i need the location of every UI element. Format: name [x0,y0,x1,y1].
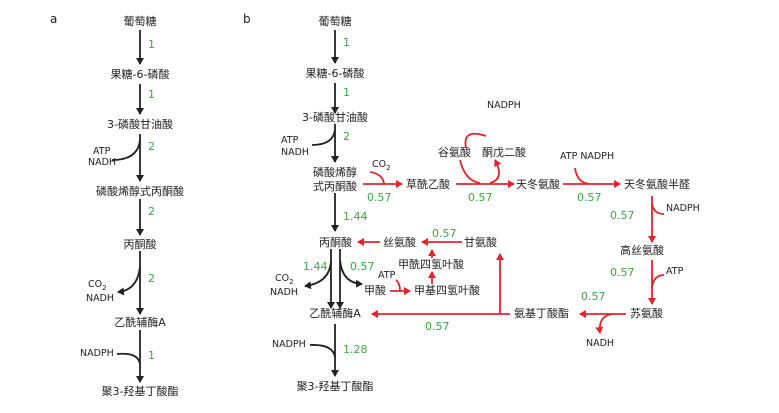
a-curve-co2-nadh [117,265,141,296]
b-node-glucose: 葡萄糖 [318,15,352,28]
a-curve-nadph [116,352,141,365]
b-cofactor-nadph-glu: NADPH [487,100,521,111]
b-curve-akg-up [489,159,502,184]
b-node-aminobutyrate: 氨基丁酸酯 [514,307,569,320]
b-flux-pep-oaa: 0.57 [367,191,392,204]
b-flux-glu-akg: 0.57 [468,191,493,204]
panel-b-label: b [243,12,251,26]
a-node-pyruvate: 丙酮酸 [123,238,157,251]
b-cofactor-nadh-b: NADH [270,287,299,298]
b-node-aspartate: 天冬氨酸 [516,178,560,191]
b-node-oxaloacetate: 草酰乙酸 [406,178,450,191]
a-cofactor-nadh: NADH [88,157,117,168]
b-cofactor-atp-thr: ATP [666,266,684,277]
a-flux-5: 2 [148,272,155,285]
b-curve-atp-nadh [311,129,336,146]
b-curve-thr-nadh [595,313,613,334]
a-flux-2: 1 [148,88,155,101]
a-cofactor-nadh2: NADH [86,293,115,304]
b-node-homoserine: 高丝氨酸 [620,244,664,257]
a-cofactor-co2: CO2 [88,279,107,292]
b-flux-2: 1 [343,86,350,99]
a-cofactor-atp: ATP [93,146,111,157]
b-cofactor-nadph-p3hb: NADPH [272,339,306,350]
b-curve-thr-atp [651,274,665,288]
b-flux-asp-semi: 0.57 [577,191,602,204]
b-curve-nadph [309,344,336,358]
b-node-p3hb: 聚3-羟基丁酸酯 [296,380,374,393]
b-flux-gly-ser: 0.57 [432,227,457,240]
b-node-f6p: 果糖-6-磷酸 [305,67,365,80]
b-flux-homo-thr: 0.57 [610,266,635,279]
b-cofactor-nadh: NADH [281,147,310,158]
b-flux-thr-ab: 0.57 [581,290,606,303]
a-node-p3hb: 聚3-羟基丁酸酯 [101,385,179,398]
b-flux-3: 2 [343,130,350,143]
a-flux-4: 2 [148,205,155,218]
b-curve-formate-atp [395,279,401,292]
b-curve-formate [339,259,363,288]
b-cofactor-atp-formate: ATP [378,270,396,281]
b-curve-co2-pep [369,171,385,185]
b-cofactor-co2: CO2 [372,159,391,172]
b-node-akg: 酮戊二酸 [482,146,526,159]
a-node-g3p: 3-磷酸甘油酸 [107,118,173,131]
b-node-asp-semialdehyde: 天冬氨酸半醛 [624,178,690,191]
a-flux-6: 1 [148,349,155,362]
a-node-glucose: 葡萄糖 [123,15,157,28]
a-node-pep: 磷酸烯醇式丙酮酸 [96,185,184,198]
b-node-methylene-thf: 甲酰四氢叶酸 [398,258,464,271]
a-curve-atp-nadh [111,139,141,161]
b-node-pep-line2: 式丙酮酸 [313,180,357,193]
b-node-pep-line1: 磷酸烯醇 [313,166,357,179]
b-cofactor-atp: ATP [281,135,299,146]
b-flux-1: 1 [343,36,350,49]
a-cofactor-nadph: NADPH [80,348,114,359]
b-node-g3p: 3-磷酸甘油酸 [302,111,368,124]
b-node-acetyl-coa: 乙酰辅酶A [309,307,361,320]
b-node-serine: 丝氨酸 [383,236,416,249]
b-flux-semi-homo: 0.57 [610,209,635,222]
b-flux-pyr-acoa-right: 0.57 [350,260,375,273]
b-cofactor-nadh-thr: NADH [586,338,615,349]
b-flux-pyr-acoa-left: 1.44 [303,260,328,273]
b-node-threonine: 苏氨酸 [630,307,663,320]
b-flux-p3hb: 1.28 [343,343,368,356]
b-cofactor-atp-nadph: ATP NADPH [560,151,615,162]
b-cofactor-nadph-homo: NADPH [666,203,700,214]
b-cofactor-co2-b: CO2 [275,273,294,286]
b-flux-ab-acoa: 0.57 [425,320,450,333]
b-curve-glu-down [459,159,481,184]
b-flux-pep-pyr: 1.44 [343,210,368,223]
b-node-methyl-thf: 甲基四氢叶酸 [414,284,480,297]
b-node-formate: 甲酸 [364,284,386,297]
b-curve-homo-nadph [651,203,665,215]
panel-a-label: a [50,12,58,26]
b-node-glycine: 甘氨酸 [464,236,497,249]
b-curve-atp-nadph [574,167,591,185]
b-cycle-glu-akg [464,132,487,149]
a-flux-3: 2 [148,140,155,153]
b-curve-co2-nadh [304,261,332,290]
a-node-acetyl-coa: 乙酰辅酶A [114,316,166,329]
b-node-glutamate: 谷氨酸 [438,146,471,159]
b-node-pyruvate: 丙酮酸 [319,236,352,249]
a-node-f6p: 果糖-6-磷酸 [110,68,170,81]
a-flux-1: 1 [148,38,155,51]
